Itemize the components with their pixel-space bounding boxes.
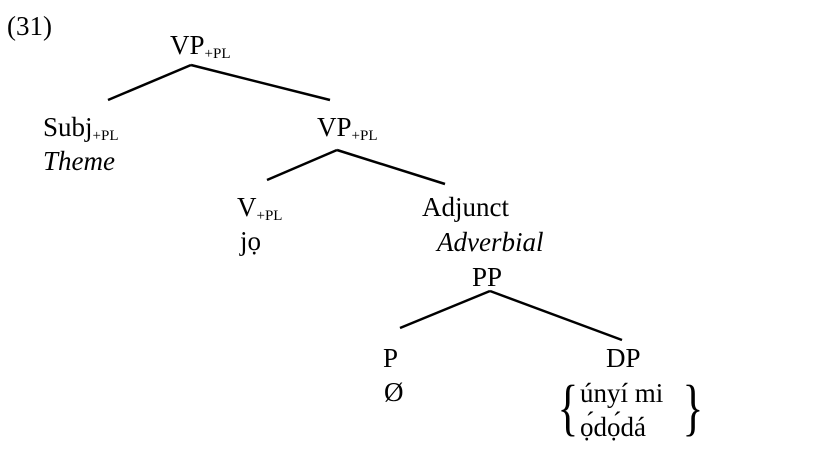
dp-option-1: únyí mi — [580, 378, 664, 408]
node-label: V — [237, 192, 257, 222]
node-adjunct: Adjunct — [422, 192, 509, 222]
branch-pp-dp — [489, 289, 623, 342]
node-feature: +PL — [256, 208, 283, 224]
node-feature: +PL — [92, 128, 119, 144]
node-vp2: VP+PL — [317, 114, 377, 144]
node-pp: PP — [472, 262, 503, 292]
node-verb: V+PL — [237, 194, 282, 224]
branch-vp-v — [266, 148, 338, 182]
branch-root-vp — [190, 63, 331, 102]
node-subj: Subj+PL — [43, 114, 119, 144]
node-feature: +PL — [351, 128, 378, 144]
branch-vp-adjunct — [336, 148, 446, 186]
example-number: (31) — [7, 11, 52, 41]
node-dp: DP — [606, 343, 641, 373]
node-label: VP — [317, 112, 352, 142]
subj-role: Theme — [43, 146, 115, 176]
branch-root-subj — [107, 63, 192, 102]
adjunct-role: Adverbial — [437, 227, 544, 257]
node-feature: +PL — [204, 46, 231, 62]
node-root-vp: VP+PL — [170, 32, 230, 62]
branch-pp-p — [399, 289, 491, 330]
dp-option-2: ọ́dọ́dá — [580, 412, 646, 442]
left-brace: { — [557, 374, 579, 442]
node-p: P — [383, 343, 399, 373]
verb-word: jọ — [240, 226, 262, 256]
p-word: Ø — [384, 377, 404, 407]
node-label: VP — [170, 30, 205, 60]
node-label: Subj — [43, 112, 93, 142]
right-brace: } — [682, 374, 704, 442]
